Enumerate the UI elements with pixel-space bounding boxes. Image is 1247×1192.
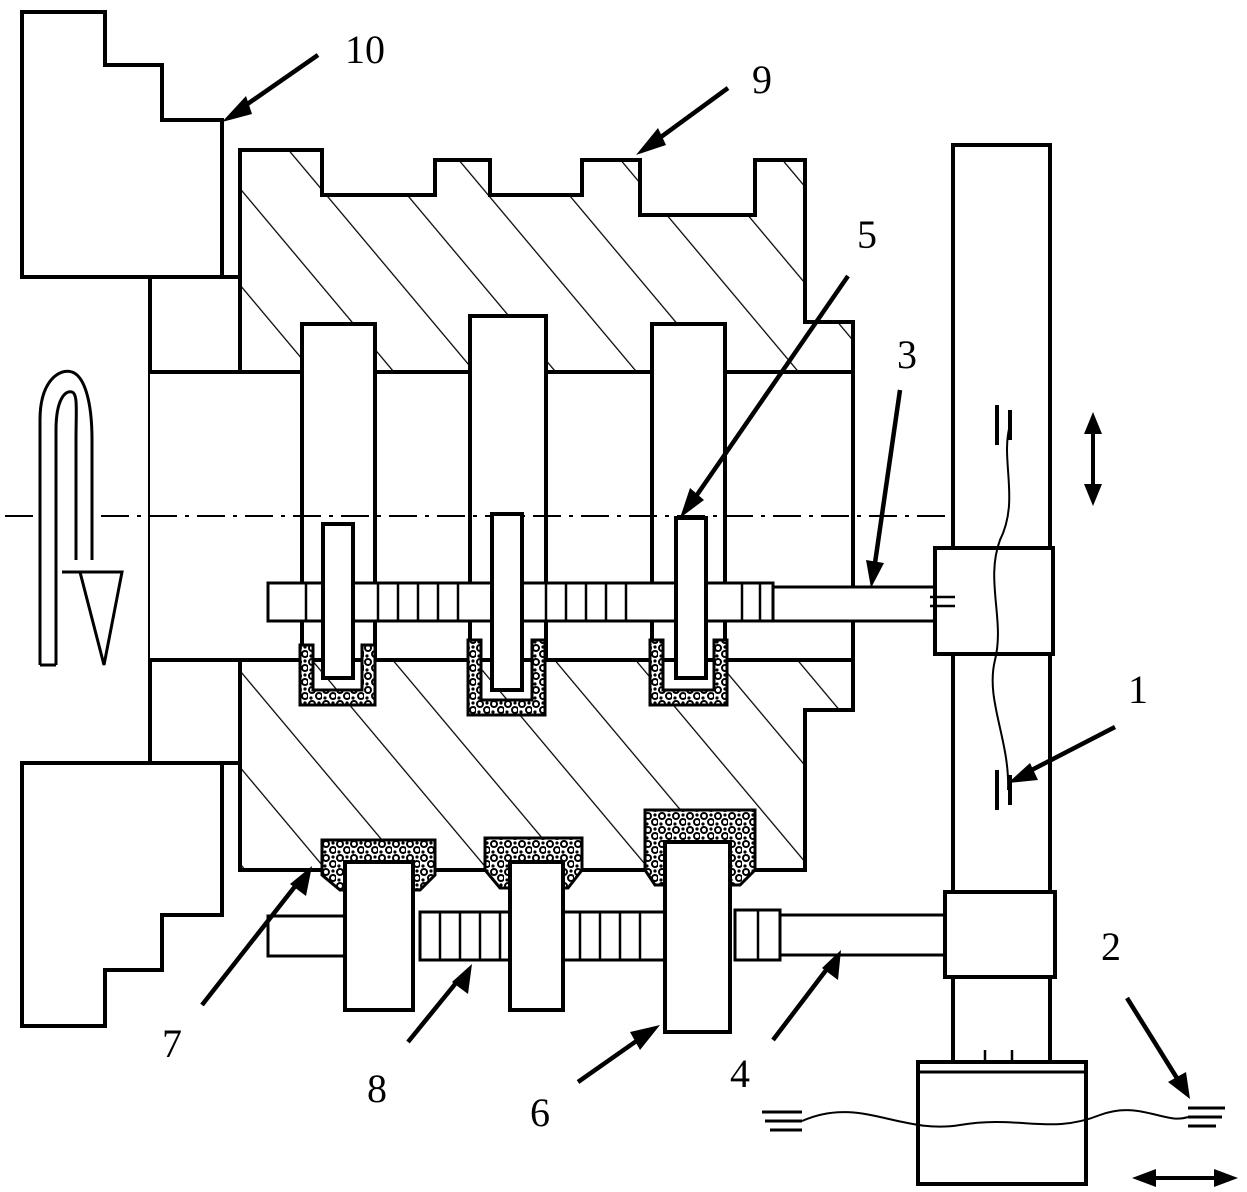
label-7: 7 [162,1021,182,1066]
label-9: 9 [752,57,772,102]
rotation-arrow-icon [38,369,124,667]
inner-electrode-2 [490,512,524,692]
label-8: 8 [367,1066,387,1111]
outer-electrode-1 [343,860,415,1012]
label-10: 10 [345,27,385,72]
base-power-symbol [983,1050,1014,1064]
chuck-lower-jaw [20,761,224,1028]
inner-abrasive-pad-1 [298,643,377,707]
label-6: 6 [530,1090,550,1135]
power-supply-symbol [930,405,1012,810]
inner-electrode-3 [674,516,708,680]
leader-arrows [200,53,1190,1099]
label-5: 5 [857,212,877,257]
inner-abrasive-pad-2 [466,638,547,717]
label-3: 3 [897,332,917,377]
inner-abrasive-pad-3 [648,638,729,707]
power-wire-1 [991,424,1011,791]
label-1: 1 [1128,667,1148,712]
horizontal-motion-arrow-icon [1132,1169,1238,1187]
inner-tool-shaft [266,581,940,623]
power-wire-2 [801,1109,1189,1128]
outer-shaft-clamp [943,890,1057,979]
inner-electrode-1 [321,522,355,680]
label-2: 2 [1101,924,1121,969]
outer-electrode-2 [508,860,565,1012]
vertical-motion-arrow-icon [1084,412,1102,506]
label-4: 4 [730,1051,750,1096]
ground-symbols [762,1106,1225,1132]
outer-electrode-3 [663,840,732,1034]
chuck-upper-jaw [20,10,224,279]
